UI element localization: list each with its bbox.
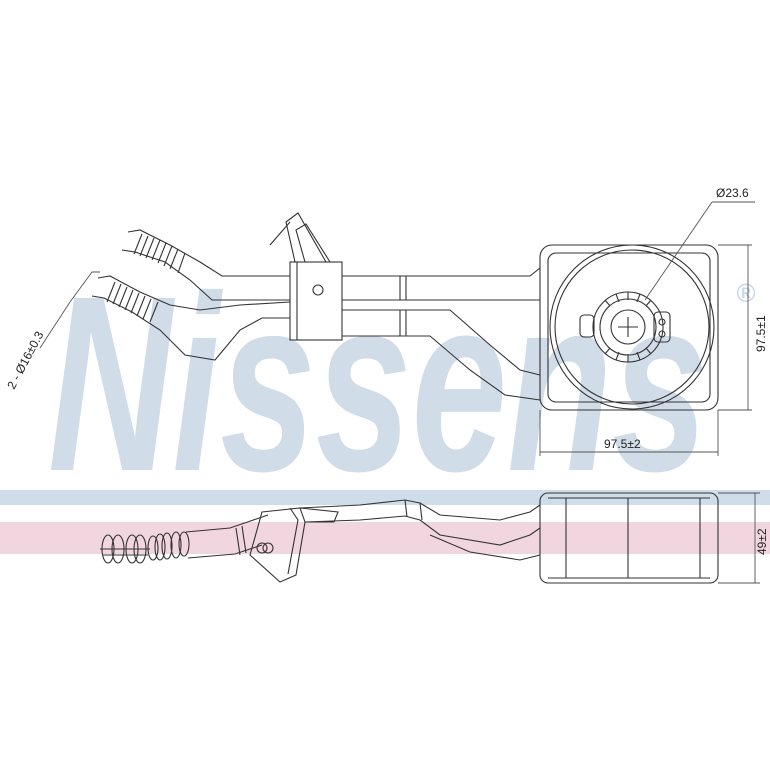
dimension-lines-side [718, 492, 760, 584]
dimension-lines-top [39, 201, 755, 456]
cooler-body-side [539, 492, 719, 584]
side-view [100, 492, 760, 584]
connecting-tubes [342, 267, 541, 401]
width-label: 97.5±2 [604, 437, 641, 451]
lower-hose-fitting [106, 281, 159, 323]
brand-watermark: Nissens [48, 244, 708, 523]
top-view [39, 201, 755, 456]
cooler-body-top [539, 244, 719, 411]
right-tab [653, 311, 671, 343]
center-port [592, 291, 664, 363]
registered-mark: ® [736, 278, 756, 308]
height-label: 97.5±1 [754, 315, 768, 352]
upper-hose [121, 229, 290, 301]
thickness-label: 49±2 [755, 528, 769, 555]
upper-hose-fitting [133, 233, 186, 274]
lower-hose [91, 275, 291, 361]
side-hose-fittings [100, 531, 190, 564]
port-diameter-label: Ø23.6 [716, 186, 749, 200]
hose-ports-label: 2 - Ø16±0.3 [4, 329, 46, 392]
mounting-bracket [269, 212, 343, 341]
left-tab [579, 314, 595, 338]
bracket-bolt-hole [312, 284, 324, 296]
background-blue-stripe [0, 490, 770, 505]
